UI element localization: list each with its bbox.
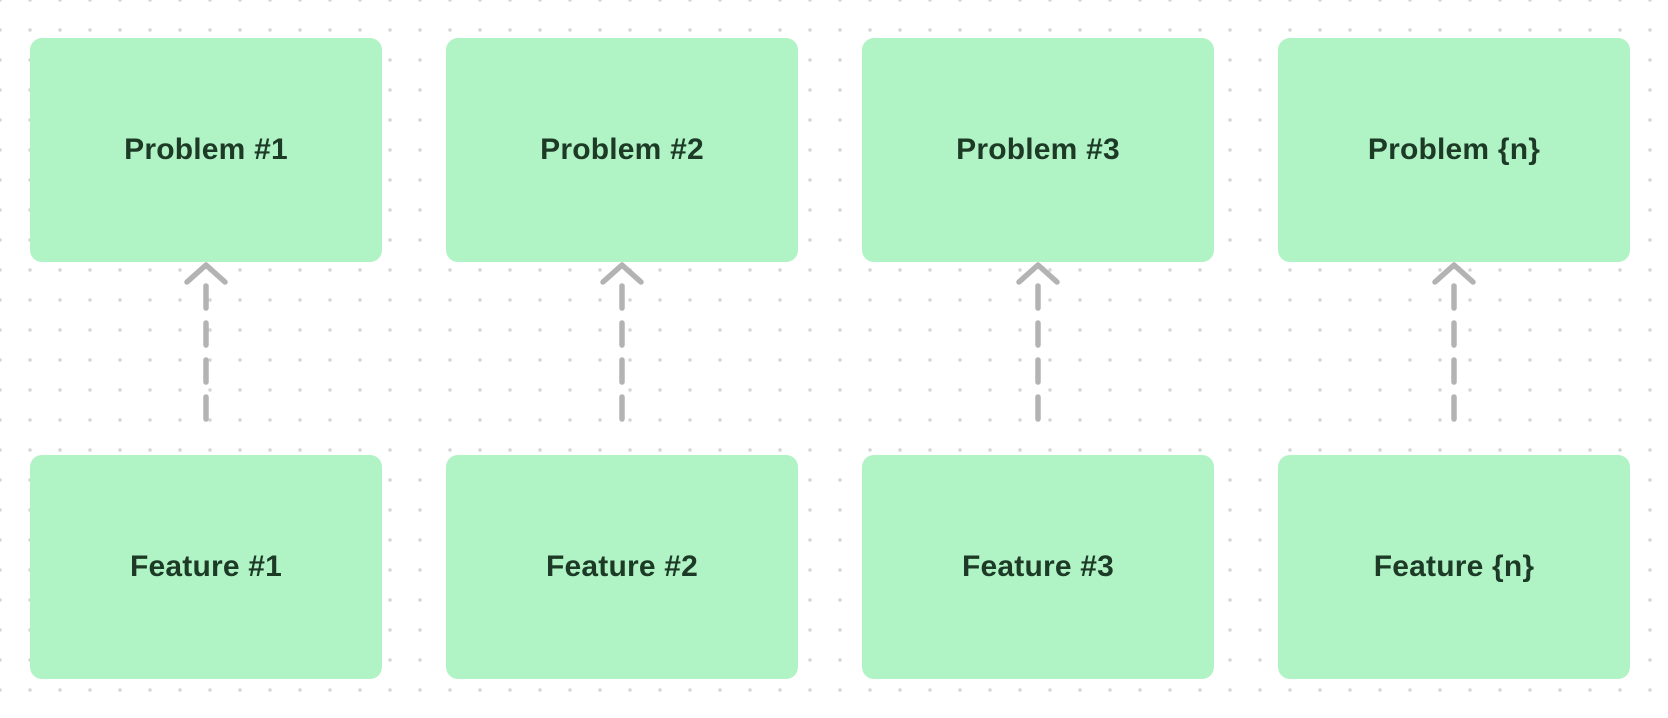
feature-label: Feature {n}	[1373, 550, 1535, 583]
problem-card[interactable]: Problem #2	[446, 38, 798, 262]
dashed-arrow-up-icon[interactable]	[176, 258, 236, 458]
feature-card[interactable]: Feature {n}	[1278, 455, 1630, 679]
problem-label: Problem {n}	[1367, 133, 1541, 166]
problem-label: Problem #3	[956, 133, 1120, 166]
feature-label: Feature #2	[545, 550, 699, 583]
dashed-arrow-up-icon[interactable]	[1008, 258, 1068, 458]
feature-card[interactable]: Feature #2	[446, 455, 798, 679]
problem-card[interactable]: Problem #3	[862, 38, 1214, 262]
feature-label: Feature #1	[129, 550, 283, 583]
feature-card[interactable]: Feature #1	[30, 455, 382, 679]
dashed-arrow-up-icon[interactable]	[1424, 258, 1484, 458]
problem-label: Problem #2	[540, 133, 704, 166]
problem-card[interactable]: Problem #1	[30, 38, 382, 262]
feature-label: Feature #3	[961, 550, 1115, 583]
dashed-arrow-up-icon[interactable]	[592, 258, 652, 458]
problem-label: Problem #1	[124, 133, 288, 166]
feature-card[interactable]: Feature #3	[862, 455, 1214, 679]
problem-card[interactable]: Problem {n}	[1278, 38, 1630, 262]
